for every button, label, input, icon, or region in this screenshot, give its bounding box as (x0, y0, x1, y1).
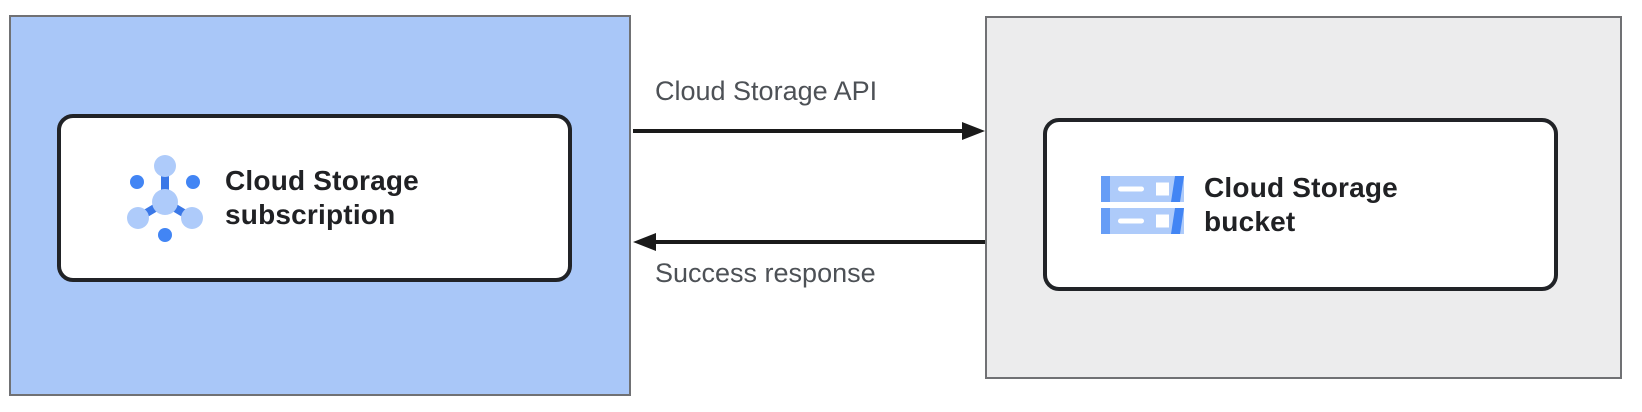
bucket-card: Cloud Storage bucket (1043, 118, 1558, 291)
bucket-zone: Cloud Storage bucket (985, 16, 1622, 379)
subscription-zone: Cloud Storage subscription (9, 15, 631, 396)
response-flow-label: Success response (655, 258, 876, 288)
request-arrow-line (633, 129, 963, 133)
cloud-storage-bucket-icon (1101, 175, 1184, 234)
subscription-card-label: Cloud Storage subscription (225, 165, 419, 230)
subscription-card: Cloud Storage subscription (57, 114, 572, 282)
request-arrow-right-icon (962, 122, 985, 140)
request-flow-label: Cloud Storage API (655, 76, 878, 106)
response-arrow-line (656, 240, 985, 244)
response-arrow-left-icon (633, 233, 656, 251)
bucket-card-label: Cloud Storage bucket (1204, 171, 1398, 237)
pubsub-subscription-icon (125, 154, 205, 242)
